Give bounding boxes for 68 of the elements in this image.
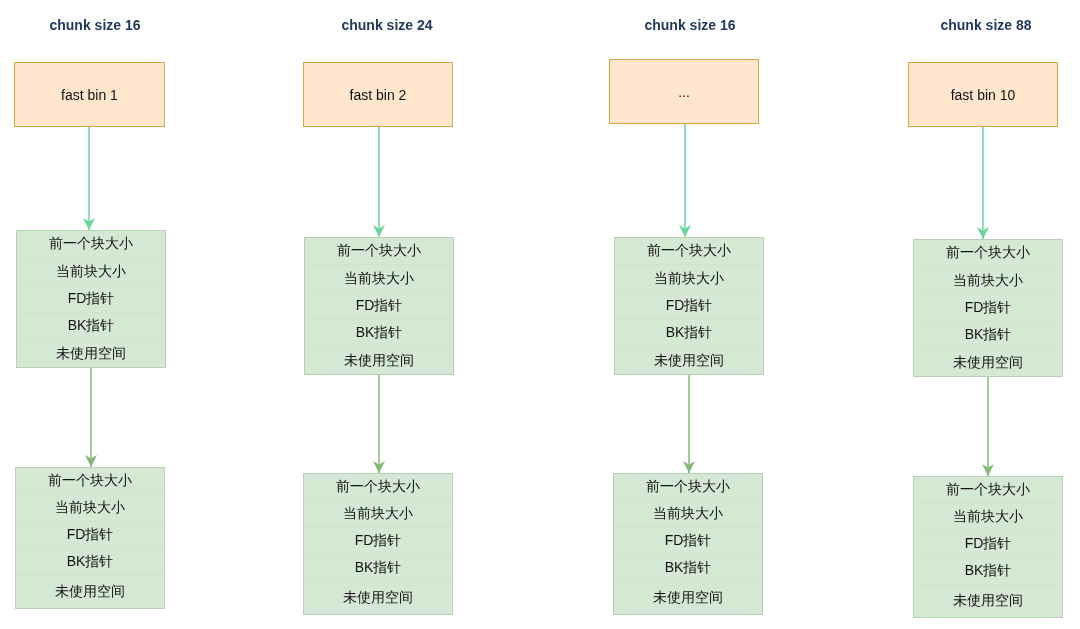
chunk-field: 当前块大小 (17, 257, 165, 285)
chunk-field: FD指针 (614, 526, 762, 554)
bin-label: fast bin 1 (61, 86, 118, 103)
chunk-field: BK指针 (914, 556, 1062, 584)
column-title: chunk size 16 (49, 17, 141, 33)
arrow (679, 123, 691, 238)
chunk-field: BK指针 (305, 319, 453, 347)
chunk-field: FD指针 (17, 284, 165, 313)
chunk-field: FD指针 (914, 293, 1062, 322)
chunk-field: 未使用空间 (614, 580, 762, 614)
chunk-field: BK指针 (17, 312, 165, 340)
chunk-field: BK指针 (614, 553, 762, 581)
fast-bin-box (303, 62, 453, 127)
arrow (83, 126, 95, 231)
chunk-field: 当前块大小 (914, 266, 1062, 294)
fast-bin-box (14, 62, 165, 127)
chunk-field: 未使用空间 (304, 580, 452, 614)
chunk-field: 当前块大小 (16, 493, 164, 521)
arrow (683, 374, 695, 474)
chunk-field: FD指针 (304, 526, 452, 554)
chunk-field: FD指针 (305, 291, 453, 320)
bin-label: fast bin 10 (950, 86, 1016, 103)
chunk-field: FD指针 (16, 520, 164, 548)
chunk-field: 未使用空间 (914, 583, 1062, 617)
chunk-field: 前一个块大小 (914, 240, 1062, 267)
chunk-field: 当前块大小 (305, 264, 453, 292)
chunk-field: 未使用空间 (16, 574, 164, 608)
chunk-field: 前一个块大小 (615, 238, 763, 265)
chunk-block (913, 476, 1063, 618)
chunk-field: BK指针 (914, 321, 1062, 349)
arrow (982, 376, 994, 477)
chunk-block (304, 237, 454, 375)
chunk-field: 未使用空间 (305, 346, 453, 375)
chunk-field: 前一个块大小 (305, 238, 453, 265)
chunk-field: FD指针 (914, 529, 1062, 557)
chunk-field: BK指针 (615, 319, 763, 347)
fast-bin-box (609, 59, 759, 124)
arrow (977, 126, 989, 240)
chunk-field: FD指针 (615, 291, 763, 320)
chunk-block (613, 473, 763, 615)
chunk-field: 前一个块大小 (17, 231, 165, 258)
bin-label: ... (678, 83, 690, 100)
chunk-field: 当前块大小 (914, 502, 1062, 530)
chunk-field: 未使用空间 (615, 346, 763, 375)
chunk-block (16, 230, 166, 368)
chunk-field: BK指针 (304, 553, 452, 581)
fast-bin-box (908, 62, 1058, 127)
chunk-block (303, 473, 453, 615)
chunk-field: 未使用空间 (914, 348, 1062, 377)
chunk-field: 当前块大小 (615, 264, 763, 292)
chunk-field: 前一个块大小 (914, 477, 1062, 503)
bin-label: fast bin 2 (349, 86, 407, 103)
arrow (373, 126, 385, 238)
chunk-block (614, 237, 764, 375)
column-title: chunk size 24 (341, 17, 433, 33)
column-title: chunk size 16 (644, 17, 736, 33)
chunk-field: 前一个块大小 (16, 468, 164, 494)
chunk-block (913, 239, 1063, 377)
chunk-block (15, 467, 165, 609)
column-title: chunk size 88 (940, 17, 1032, 33)
arrow (85, 367, 97, 468)
chunk-field: 前一个块大小 (304, 474, 452, 500)
chunk-field: 前一个块大小 (614, 474, 762, 500)
arrow (373, 374, 385, 474)
chunk-field: 当前块大小 (304, 499, 452, 527)
chunk-field: BK指针 (16, 547, 164, 575)
chunk-field: 未使用空间 (17, 339, 165, 368)
chunk-field: 当前块大小 (614, 499, 762, 527)
